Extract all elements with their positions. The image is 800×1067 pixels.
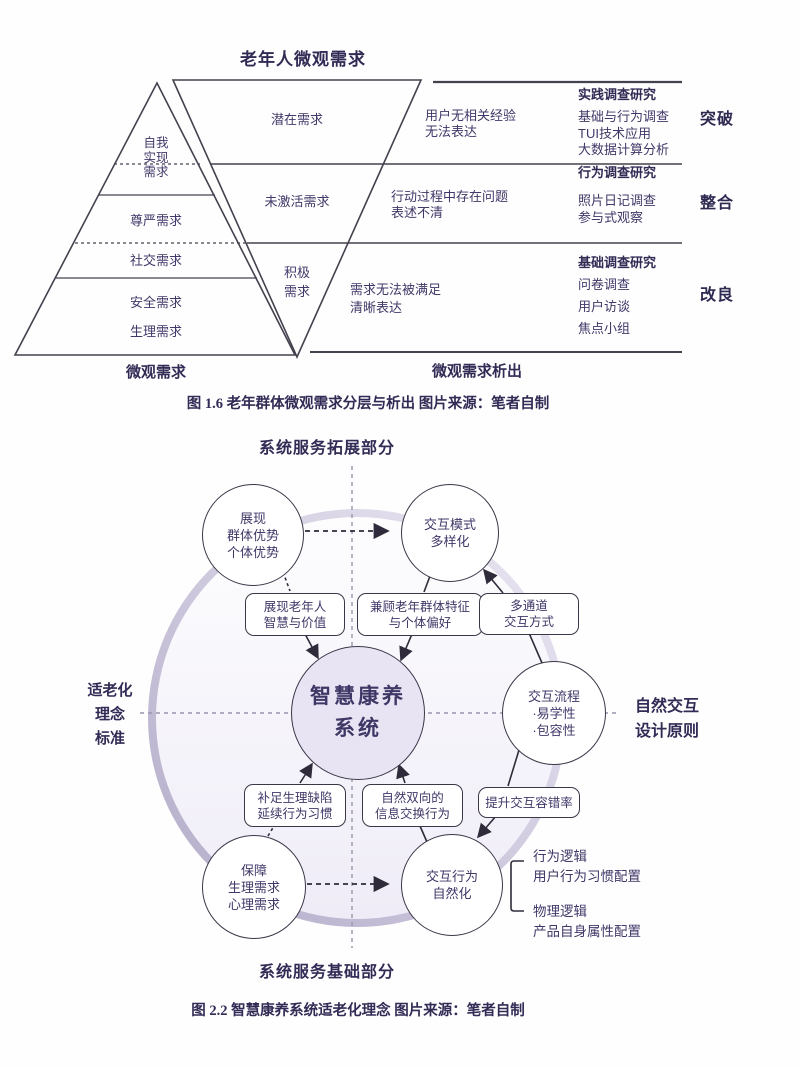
figure2-left-label: 适老化 理念 标准 [87, 682, 133, 747]
funnel-bottom-label: 微观需求析出 [431, 363, 522, 380]
box-error-tolerance: 提升交互容错率 [478, 787, 580, 818]
node-safeguard-needs: 保障 生理需求 心理需求 [202, 835, 306, 939]
node-show-strengths: 展现 群体优势 个体优势 [202, 484, 304, 586]
funnel-latent-needs: 潜在需求 [270, 112, 323, 127]
row3-methods: 问卷调查 用户访谈 焦点小组 [578, 277, 631, 336]
box-bidirectional-info-exchange: 自然双向的 信息交换行为 [362, 784, 463, 827]
row1-methods: 基础与行为调查 TUI技术应用 大数据计算分析 [578, 109, 670, 157]
pyramid-level-dignity: 尊严需求 [129, 213, 182, 228]
row2-method-title: 行为调查研究 [578, 165, 657, 180]
row1-problem: 用户无相关经验 无法表达 [425, 108, 517, 139]
arrow-box2-to-hub [399, 633, 413, 662]
figure2-right-label: 自然交互 设计原则 [634, 698, 699, 740]
hub-smart-wellness-system: 智慧康养 系统 [291, 646, 425, 780]
row2-methods: 照片日记调查 参与式观察 [578, 193, 657, 225]
pyramid-level-social: 社交需求 [129, 253, 182, 268]
box-compensate-physiology: 补足生理缺陷 延续行为习惯 [244, 784, 346, 827]
link-right-box6 [507, 749, 520, 787]
arrow-box3-to-topright [482, 568, 504, 594]
needs-funnel-outline [171, 79, 423, 359]
link-topright-box2 [423, 575, 431, 593]
figure1-title: 老年人微观需求 [240, 50, 366, 69]
arrow-box4-to-hub [299, 762, 313, 784]
row3-tag: 改良 [700, 287, 735, 304]
arrow-box6-to-bottomright [476, 815, 497, 839]
annotation-physical-logic: 物理逻辑 产品自身属性配置 [533, 904, 641, 939]
row1-method-title: 实践调查研究 [578, 87, 657, 102]
node-natural-behavior: 交互行为 自然化 [401, 834, 503, 936]
pyramid-level-self-actualization: 自我 实现 需求 [143, 136, 169, 179]
link-right-box3 [528, 632, 543, 664]
node-interaction-flow: 交互流程 ·易学性 ·包容性 [502, 661, 606, 765]
funnel-unactivated-needs: 未激活需求 [264, 194, 330, 209]
figure2-caption: 图 2.2 智慧康养系统适老化理念 图片来源：笔者自制 [191, 1003, 525, 1019]
row3-problem: 需求无法被满足 清晰表达 [350, 282, 442, 315]
needs-pyramid-outline [13, 81, 297, 356]
link-bottomleft-box4 [267, 825, 275, 837]
pyramid-level-safety: 安全需求 [129, 295, 182, 310]
figure2-bottom-label: 系统服务基础部分 [258, 964, 395, 981]
link-bottomright-box5 [419, 825, 428, 843]
pyramid-level-physiological: 生理需求 [129, 324, 182, 339]
arrow-box5-to-hub [396, 763, 410, 784]
row1-tag: 突破 [700, 111, 735, 128]
figure2-top-label: 系统服务拓展部分 [258, 440, 395, 457]
node-interaction-modes: 交互模式 多样化 [401, 484, 499, 582]
annotation-bracket [510, 860, 524, 912]
box-show-elder-wisdom: 展现老年人 智慧与价值 [245, 593, 345, 636]
box-multichannel-interaction: 多通道 交互方式 [479, 593, 579, 635]
arrow-box1-to-hub [304, 633, 319, 660]
row2-problem: 行动过程中存在问题 表述不清 [391, 189, 509, 220]
row2-tag: 整合 [700, 195, 735, 212]
funnel-positive-needs: 积极 需求 [283, 265, 310, 299]
figure1-caption: 图 1.6 老年群体微观需求分层与析出 图片来源：笔者自制 [186, 396, 550, 412]
row3-method-title: 基础调查研究 [578, 255, 657, 270]
annotation-behavior-logic: 行为逻辑 用户行为习惯配置 [533, 849, 641, 884]
pyramid-bottom-label: 微观需求 [125, 364, 186, 381]
box-group-traits-preferences: 兼顾老年群体特征 与个体偏好 [357, 593, 483, 636]
